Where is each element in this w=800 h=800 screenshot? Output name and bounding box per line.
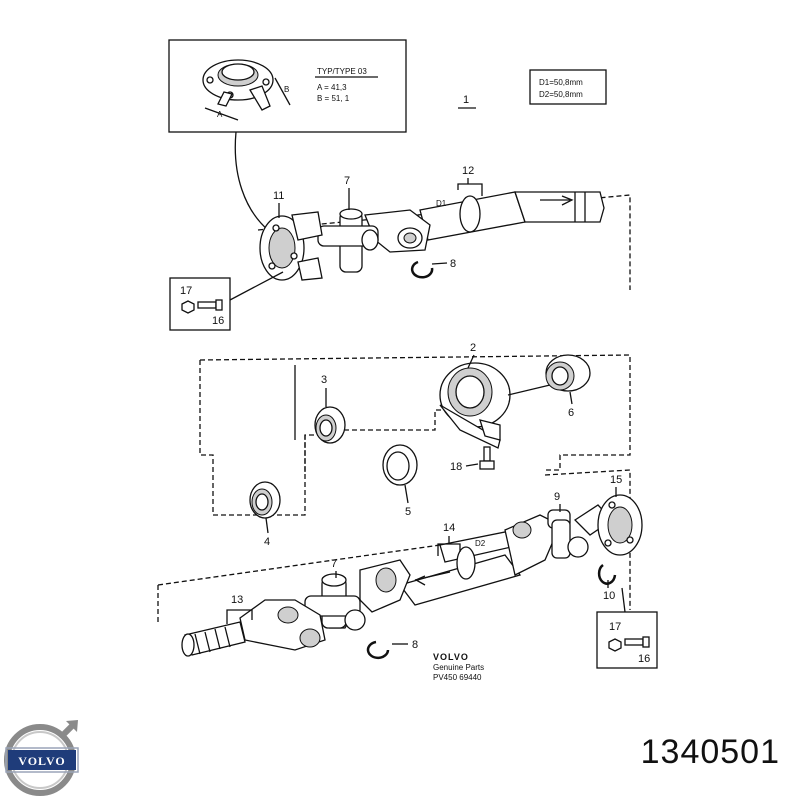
callout-14: 14 [443, 522, 455, 534]
callout-12: 12 [462, 165, 474, 177]
bolt-box-bottom-leader [621, 587, 626, 613]
leader-5 [404, 484, 409, 504]
footer-line1: Genuine Parts [433, 663, 484, 672]
callout-13: 13 [231, 594, 243, 606]
callout-7-top: 7 [344, 175, 350, 187]
bolt-bottom-17: 17 [609, 621, 621, 633]
top-tube-joint [459, 195, 481, 233]
leader-8-top [431, 262, 448, 265]
callout-18: 18 [450, 461, 462, 473]
callout-8-top: 8 [450, 258, 456, 270]
leader-18 [465, 463, 479, 467]
leader-12 [457, 183, 483, 196]
volvo-logo: VOLVO [4, 720, 79, 796]
callout-2: 2 [470, 342, 476, 354]
part-number: 1340501 [640, 733, 780, 771]
callout-5: 5 [405, 506, 411, 518]
panel-bottom-right [544, 469, 631, 610]
ring-5 [382, 444, 418, 486]
assembly-number: 1 [463, 94, 469, 106]
seal-4 [249, 481, 281, 519]
bottom-right-universal-joint [547, 509, 589, 559]
top-circlip [410, 260, 434, 279]
detail-box [168, 39, 407, 133]
bottom-universal-joint [304, 573, 366, 631]
bottom-tube [398, 529, 522, 606]
diameter-d1: D1=50,8mm [539, 78, 583, 87]
callout-4: 4 [264, 536, 270, 548]
type-label: TYP/TYPE 03 [317, 67, 367, 76]
bearing-housing-2 [439, 362, 551, 449]
dim-letter-a: A [217, 110, 223, 119]
bottom-circlip-8 [366, 640, 390, 660]
svg-text:VOLVO: VOLVO [18, 754, 65, 768]
bolt-top-17: 17 [180, 285, 192, 297]
rubber-ring-6 [545, 354, 591, 392]
bolt-box-top-leader [229, 271, 284, 301]
leader-6 [569, 391, 573, 405]
bolt-top-16: 16 [212, 315, 224, 327]
bottom-flange-15 [573, 494, 643, 556]
dim-letter-b: B [284, 85, 289, 94]
panel-middle-outline [199, 354, 631, 471]
shaft-d1-label: D1 [436, 199, 447, 208]
diameter-d2: D2=50,8mm [539, 90, 583, 99]
footer-line2: PV450 69440 [433, 673, 482, 682]
circlip-10 [597, 563, 617, 585]
bolt-top-drawing [181, 299, 223, 314]
leader-13 [226, 609, 253, 624]
top-universal-joint [317, 208, 379, 273]
top-yoke [364, 209, 431, 253]
dim-b-value: B = 51, 1 [317, 94, 350, 103]
callout-11: 11 [273, 190, 284, 202]
callout-7-bottom: 7 [331, 558, 337, 570]
bolt-box-bottom [596, 611, 658, 669]
callout-3: 3 [321, 374, 327, 386]
callout-6: 6 [568, 407, 574, 419]
callout-8-bottom: 8 [412, 639, 418, 651]
callout-10: 10 [603, 590, 615, 602]
seal-3 [314, 406, 346, 444]
callout-15: 15 [610, 474, 622, 486]
dim-a-value: A = 41,3 [317, 83, 347, 92]
callout-9: 9 [554, 491, 560, 503]
bolt-box-top [169, 277, 231, 331]
detail-leader [234, 131, 269, 231]
top-flange [259, 211, 323, 281]
bottom-slip-yoke-13 [181, 599, 326, 657]
bolt-18 [479, 446, 495, 470]
leader-4 [265, 517, 269, 534]
bolt-bottom-drawing [608, 636, 650, 652]
leader-2 [467, 354, 475, 369]
bolt-bottom-16: 16 [638, 653, 650, 665]
top-front-shaft [419, 191, 605, 241]
footer-brand: VOLVO [433, 652, 469, 662]
flange-detail-drawing [202, 59, 291, 121]
shaft-d2-label: D2 [475, 539, 486, 548]
diameter-box [529, 69, 607, 105]
